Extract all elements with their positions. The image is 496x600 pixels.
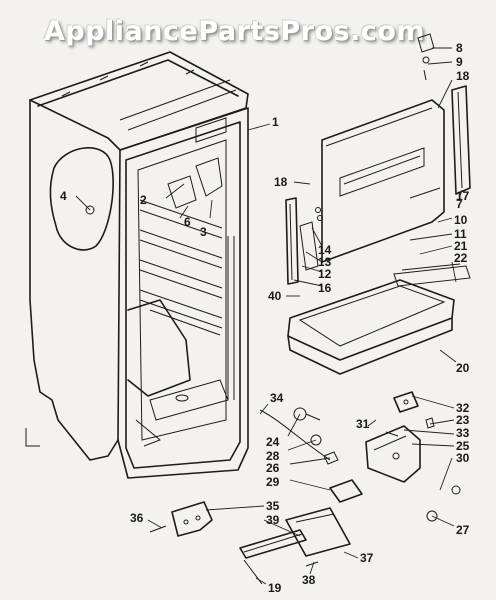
callout-24: 24 xyxy=(266,435,280,449)
callout-1: 1 xyxy=(272,115,279,129)
door-panel xyxy=(321,33,471,263)
callout-40: 40 xyxy=(268,289,282,303)
callout-32: 32 xyxy=(456,401,470,415)
callout-20: 20 xyxy=(456,361,470,375)
callout-38: 38 xyxy=(302,573,316,587)
callout-26: 26 xyxy=(266,461,280,475)
leader-lines xyxy=(75,47,463,585)
callout-19: 19 xyxy=(268,581,282,595)
callout-14: 14 xyxy=(318,243,332,257)
bottom-parts xyxy=(149,501,351,585)
callout-8: 8 xyxy=(456,41,463,55)
callout-35: 35 xyxy=(266,499,280,513)
hinge-strip xyxy=(285,197,323,285)
callout-30: 30 xyxy=(456,451,470,465)
callout-7: 7 xyxy=(456,197,463,211)
callout-labels: 1 2 3 4 6 7 8 9 10 11 12 13 14 16 17 18 … xyxy=(60,41,470,595)
callout-39: 39 xyxy=(266,513,280,527)
callout-6: 6 xyxy=(184,215,191,229)
callout-12: 12 xyxy=(318,267,332,281)
callout-37: 37 xyxy=(360,551,374,565)
callout-4: 4 xyxy=(60,189,67,203)
callout-25: 25 xyxy=(456,439,470,453)
callout-10: 10 xyxy=(454,213,468,227)
callout-33: 33 xyxy=(456,426,470,440)
callout-16: 16 xyxy=(318,281,332,295)
callout-13: 13 xyxy=(318,255,332,269)
callout-27: 27 xyxy=(456,523,470,537)
callout-34: 34 xyxy=(270,391,284,405)
callout-22: 22 xyxy=(454,251,468,265)
callout-21: 21 xyxy=(454,239,468,253)
callout-23: 23 xyxy=(456,413,470,427)
callout-2: 2 xyxy=(140,193,147,207)
callout-11: 11 xyxy=(454,227,467,241)
control-parts xyxy=(259,391,461,522)
callout-29: 29 xyxy=(266,475,280,489)
callout-3: 3 xyxy=(200,225,207,239)
callout-31: 31 xyxy=(356,417,370,431)
callout-18-right: 18 xyxy=(456,69,470,83)
callout-9: 9 xyxy=(456,55,463,69)
callout-18-left: 18 xyxy=(274,175,288,189)
callout-17: 17 xyxy=(456,189,470,203)
callout-36: 36 xyxy=(130,511,144,525)
callout-28: 28 xyxy=(266,449,280,463)
watermark: AppliancePartsPros.com xyxy=(44,16,426,47)
crisper-tray xyxy=(287,263,471,375)
cabinet-assembly xyxy=(25,51,249,479)
